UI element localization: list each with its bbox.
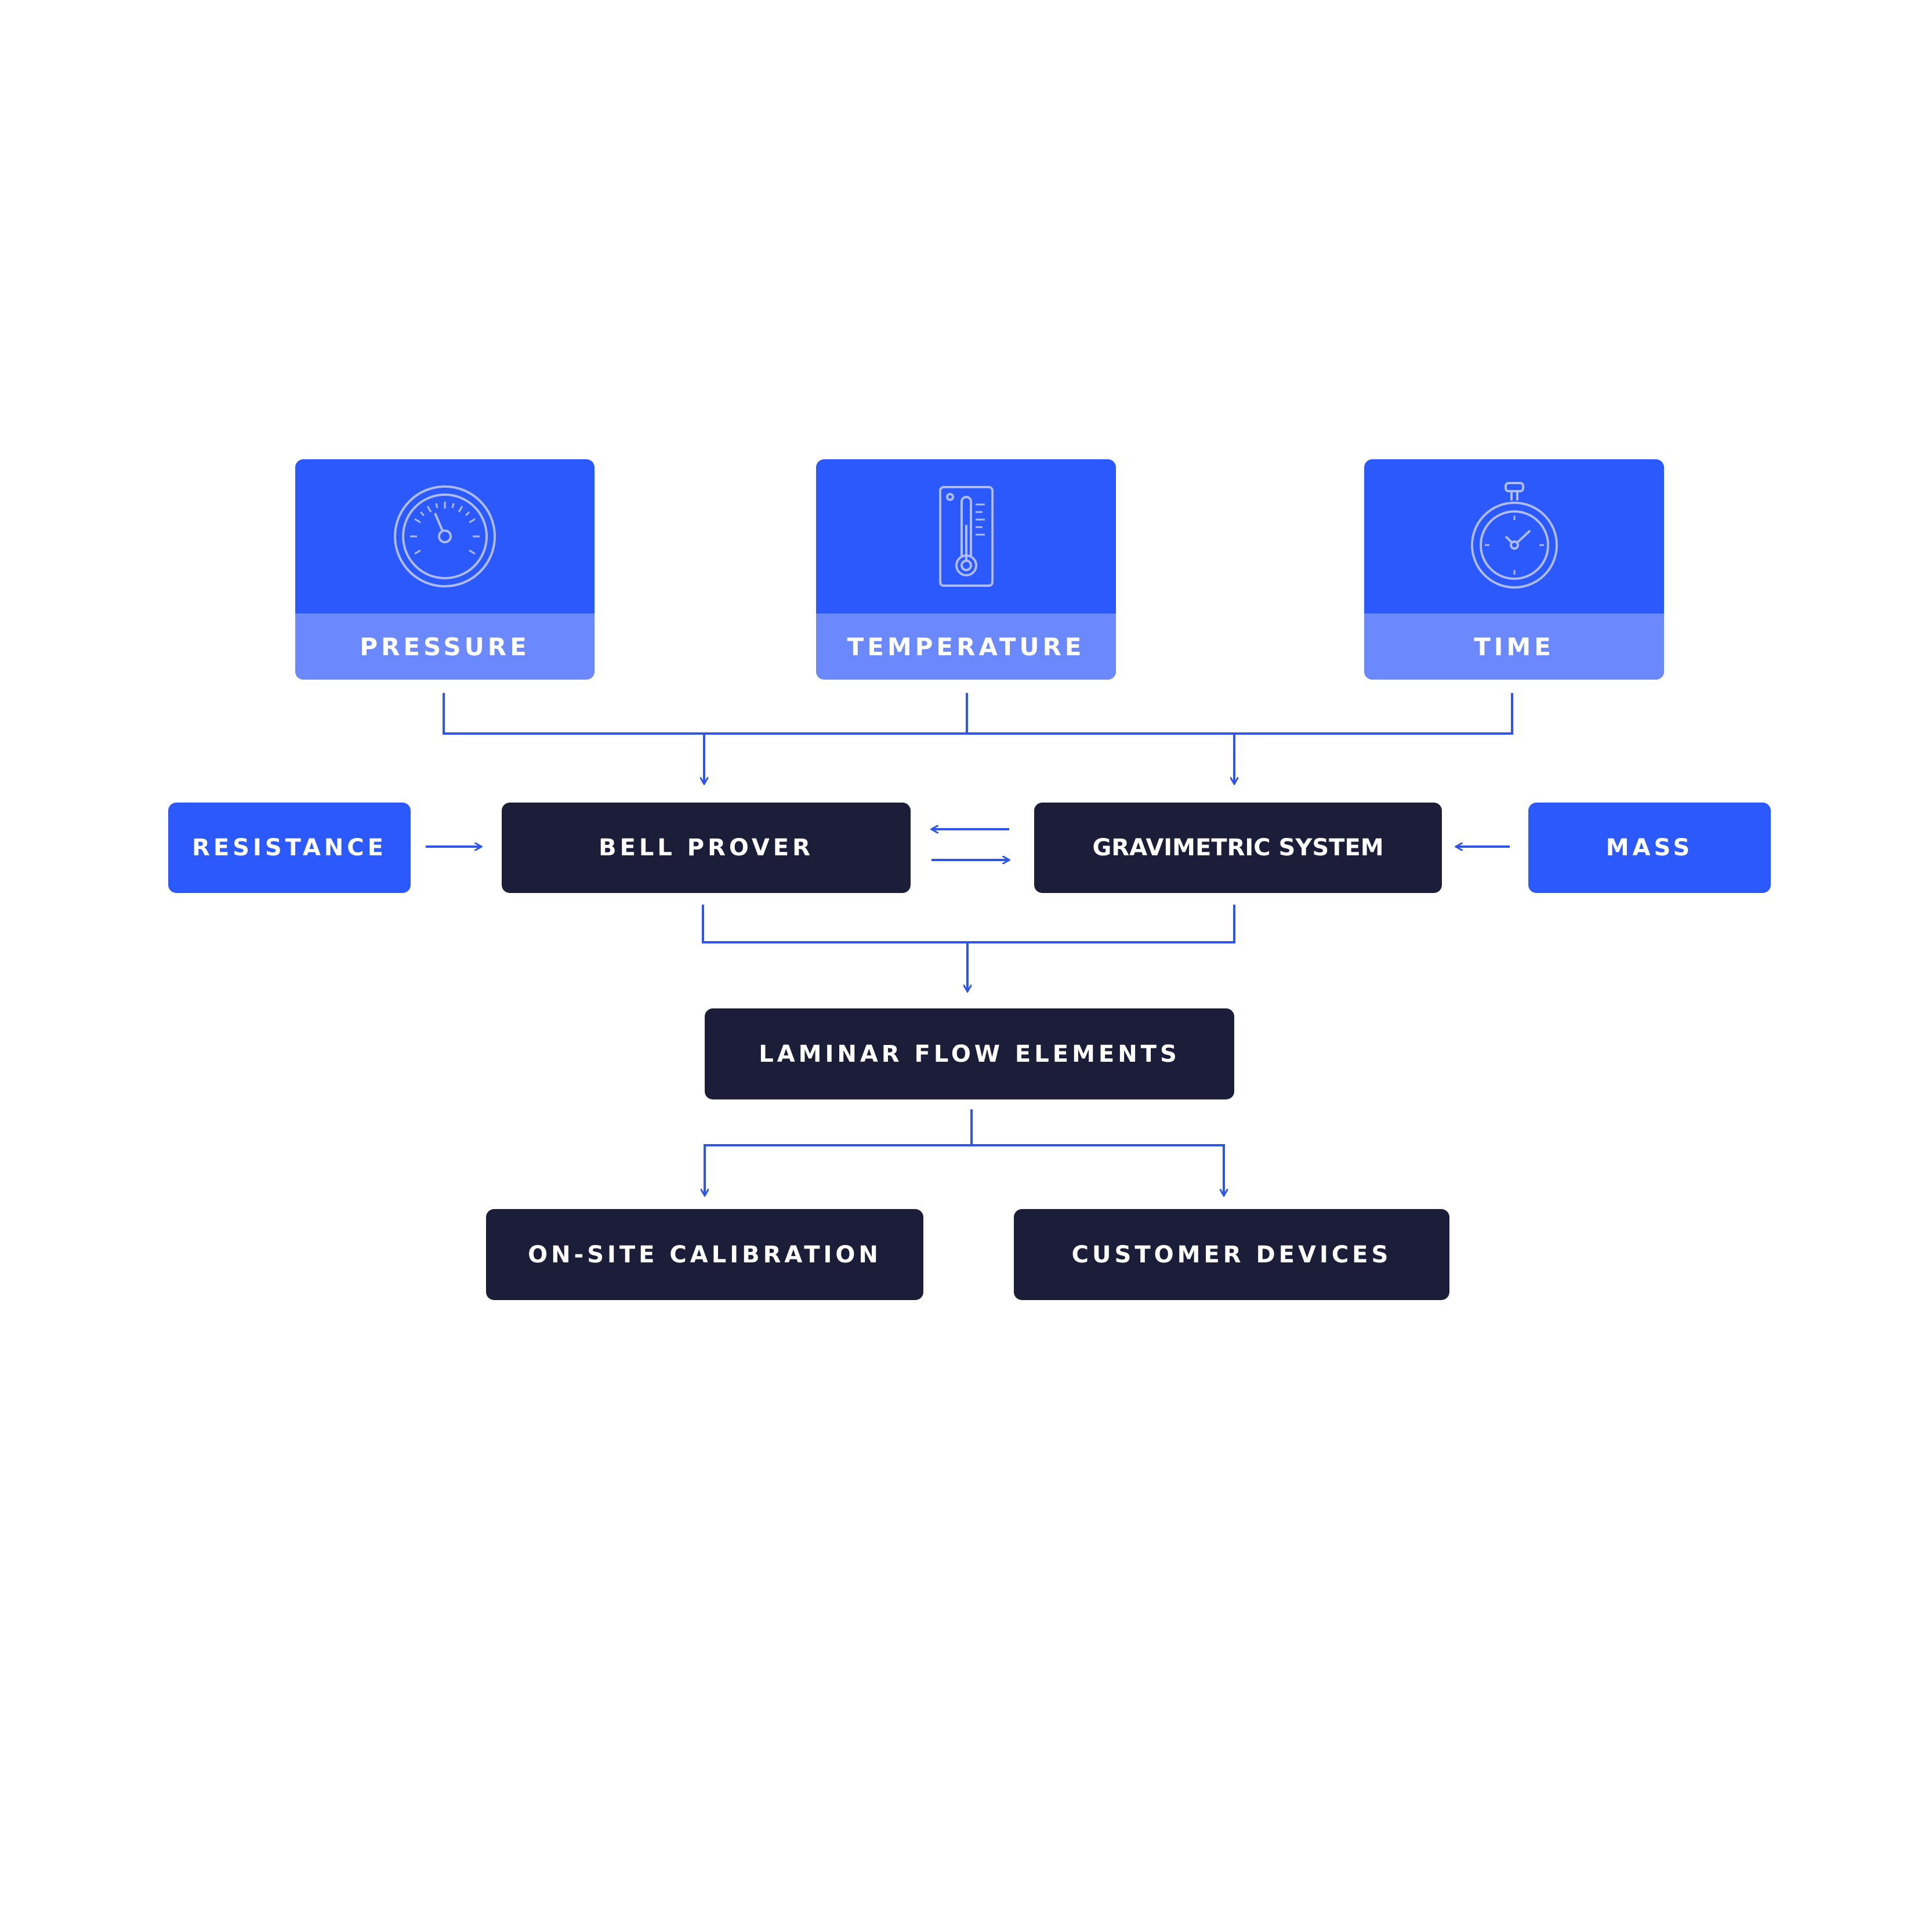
- temperature-label: TEMPERATURE: [816, 614, 1116, 680]
- customer-devices-node: CUSTOMER DEVICES: [1014, 1209, 1449, 1300]
- laminar-flow-elements-node: LAMINAR FLOW ELEMENTS: [705, 1008, 1234, 1099]
- pressure-gauge-icon: [295, 459, 595, 613]
- pressure-card: PRESSURE: [295, 459, 595, 680]
- bell-prover-node: BELL PROVER: [502, 803, 911, 893]
- thermometer-icon: [816, 459, 1116, 613]
- on-site-calibration-node: ON-SITE CALIBRATION: [486, 1209, 923, 1300]
- resistance-node: RESISTANCE: [168, 803, 411, 893]
- gravimetric-system-node: GRAVIMETRIC SYSTEM: [1034, 803, 1442, 893]
- time-label: TIME: [1364, 614, 1664, 680]
- pressure-connector: [443, 693, 1513, 735]
- time-card: TIME: [1364, 459, 1664, 680]
- temperature-card: TEMPERATURE: [816, 459, 1116, 680]
- laminar-split-connector: [705, 1109, 973, 1196]
- systems-merge-connector: [702, 905, 1235, 943]
- pressure-label: PRESSURE: [295, 614, 595, 680]
- arrow-to-customer-devices: [972, 1144, 1224, 1196]
- mass-node: MASS: [1528, 803, 1771, 893]
- stopwatch-icon: [1364, 459, 1664, 613]
